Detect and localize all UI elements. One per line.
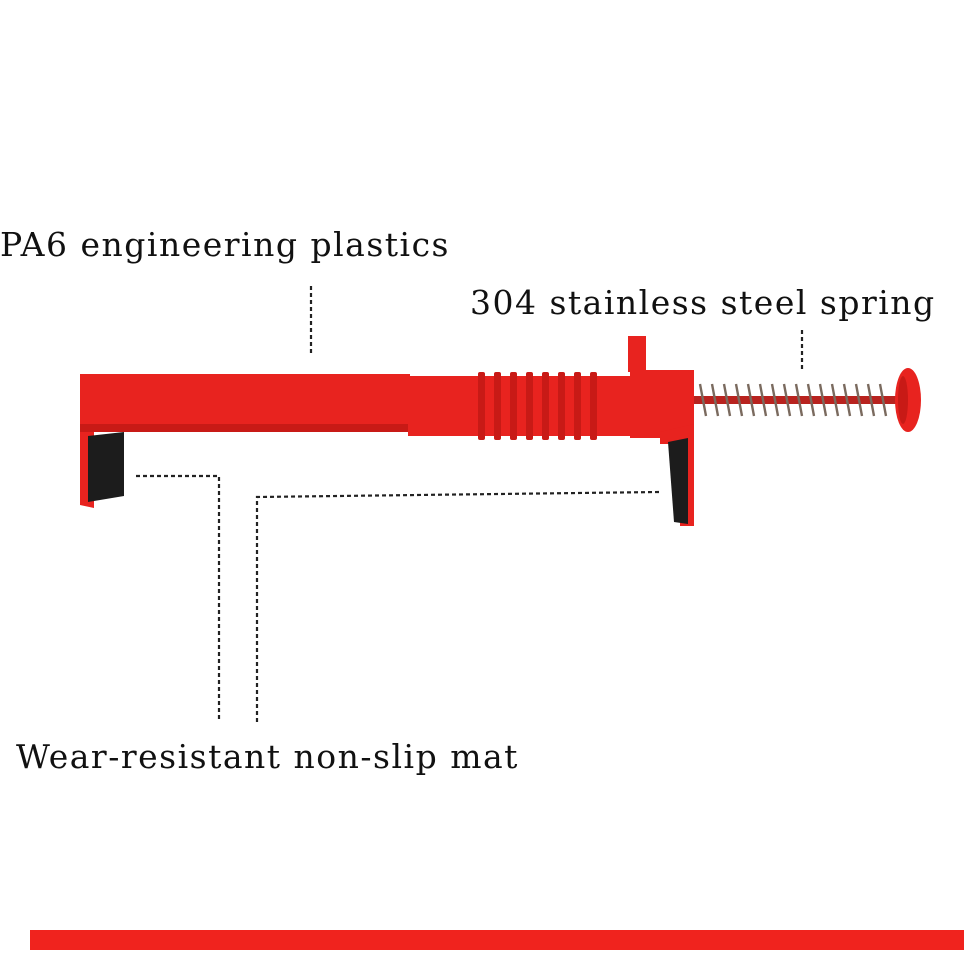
right-mat (668, 438, 688, 524)
leader-lines (136, 286, 804, 722)
leader-line-mat-left (136, 474, 221, 722)
end-knob-shade (898, 376, 908, 424)
label-pa6-plastics: PA6 engineering plastics (0, 225, 450, 264)
bottom-red-bar (30, 930, 964, 950)
left-mat (88, 432, 124, 502)
beam-shade (80, 424, 410, 432)
label-non-slip-mat: Wear-resistant non-slip mat (16, 737, 519, 776)
main-beam (80, 374, 410, 432)
brick-line-clamp-tool (80, 336, 921, 526)
label-stainless-spring: 304 stainless steel spring (470, 283, 936, 322)
leader-line-mat-right (255, 490, 660, 722)
spring-coils (698, 383, 888, 417)
top-peg (628, 336, 646, 372)
handle-body (408, 376, 636, 436)
handle-ribs (478, 372, 597, 440)
